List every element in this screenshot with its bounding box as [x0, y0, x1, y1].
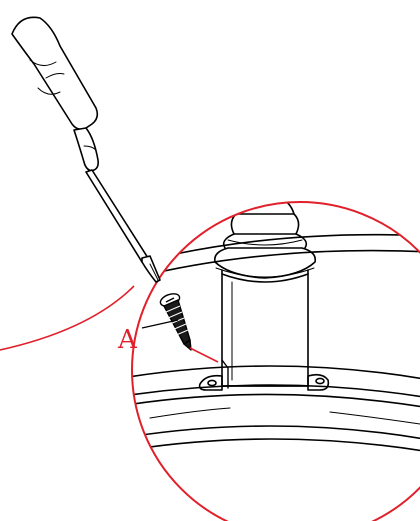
leg-block [221, 269, 309, 387]
detail-leader-line [0, 285, 135, 351]
callout-label-a: A [117, 325, 138, 355]
insertion-arrow [189, 347, 219, 363]
frame-rail [132, 233, 420, 453]
screwdriver-icon [11, 16, 161, 283]
detail-view [132, 202, 420, 453]
detail-callout-circle [131, 201, 420, 521]
turned-leg [213, 202, 317, 279]
callout-leader-a [141, 319, 179, 329]
screw-icon [159, 293, 192, 351]
mounting-bracket [198, 359, 330, 391]
